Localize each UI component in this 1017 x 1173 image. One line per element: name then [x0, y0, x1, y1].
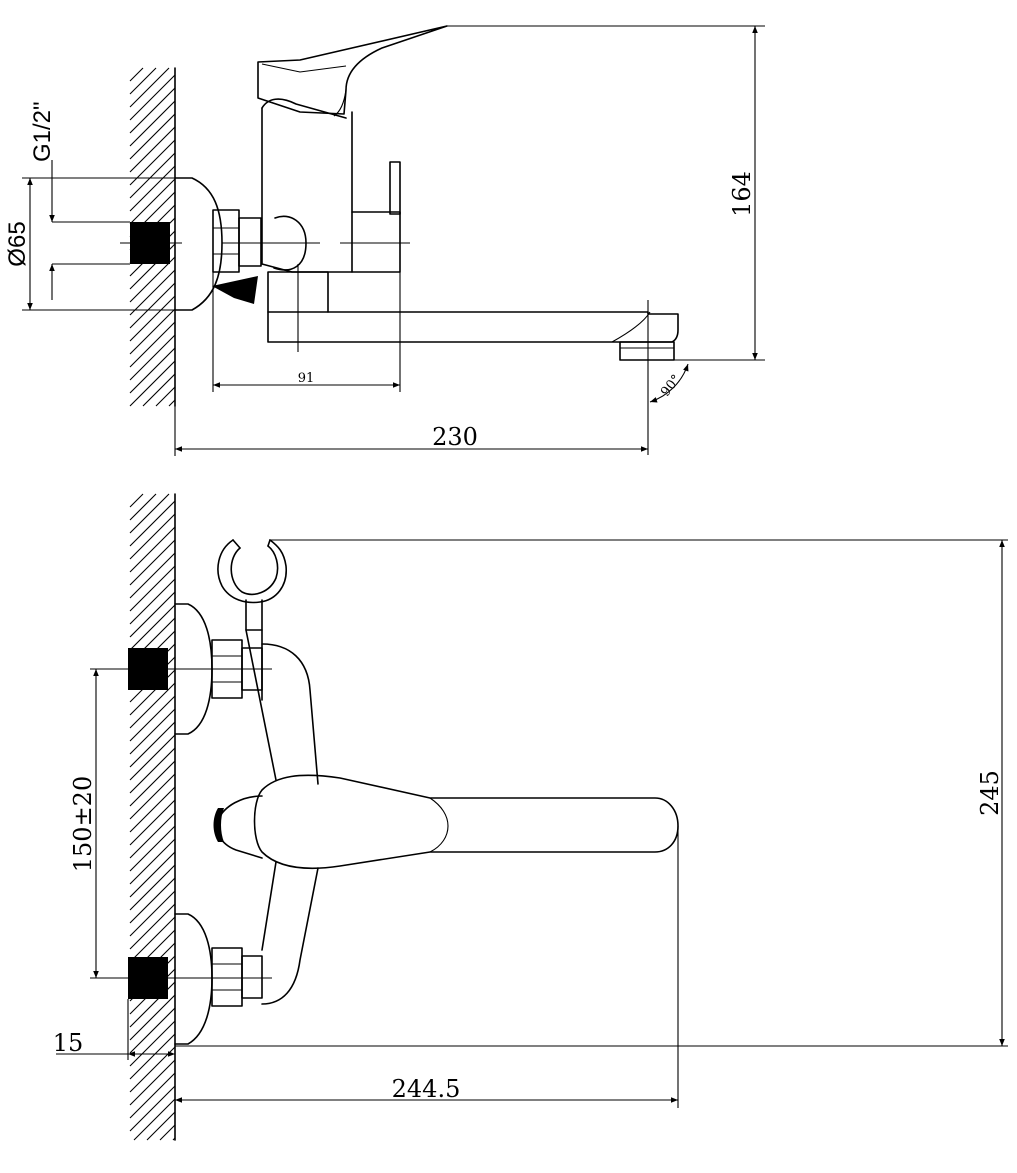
hatch-line — [129, 565, 176, 612]
total-height-label: 245 — [976, 770, 1004, 816]
hatch-line — [172, 1137, 176, 1141]
hatch-line — [129, 1085, 176, 1132]
hatch-line — [155, 386, 176, 407]
hatch-line — [129, 513, 176, 560]
hatch-line — [129, 682, 176, 729]
side-wall-hatching — [129, 67, 176, 407]
hatch-line — [133, 1098, 176, 1141]
front-lever-spout — [213, 774, 679, 870]
hatch-line — [129, 282, 176, 329]
spout-reach-label: 244.5 — [392, 1075, 461, 1103]
front-dimensions — [56, 539, 1008, 1108]
hatch-line — [129, 552, 176, 599]
centres-label: 150±20 — [69, 776, 97, 872]
side-outlet-collar — [267, 264, 329, 352]
side-body — [261, 98, 353, 273]
hatch-line — [129, 360, 176, 407]
hatch-line — [129, 334, 176, 381]
hatch-line — [129, 539, 176, 586]
hatch-line — [129, 256, 176, 303]
height-label: 164 — [728, 171, 756, 217]
side-wall — [129, 67, 176, 407]
hatch-line — [129, 113, 176, 160]
thread-size-label: G1/2" — [29, 101, 56, 162]
outlet-angle-label: 90° — [658, 372, 684, 399]
spout-length-label: 230 — [432, 423, 478, 451]
hatch-line — [129, 347, 176, 394]
side-view: G1/2" Ø65 91 164 230 90° — [4, 25, 765, 456]
hatch-line — [129, 67, 144, 82]
hatch-line — [129, 604, 176, 651]
hatch-line — [129, 269, 176, 316]
hatch-line — [129, 591, 176, 638]
front-view: 245 150±20 244.5 15 — [53, 493, 1008, 1141]
side-diverter-knob — [212, 276, 258, 304]
front-wall-hatching — [129, 493, 176, 1141]
hatch-line — [129, 838, 176, 885]
hatch-line — [129, 890, 176, 937]
hatch-line — [129, 67, 157, 95]
hatch-line — [129, 295, 176, 342]
front-shower-holder — [217, 539, 287, 781]
hatch-line — [129, 526, 176, 573]
side-hex-nut — [212, 209, 275, 273]
hatch-line — [129, 864, 176, 911]
hatch-line — [129, 165, 176, 212]
hatch-line — [129, 321, 176, 368]
side-lever-handle — [257, 25, 448, 117]
hatch-line — [129, 493, 144, 508]
hatch-line — [129, 903, 176, 950]
front-upper-connection — [90, 603, 272, 735]
hatch-line — [129, 500, 176, 547]
hatch-line — [129, 1007, 176, 1054]
hatch-line — [129, 578, 176, 625]
hatch-line — [129, 851, 176, 898]
front-wall — [129, 493, 176, 1141]
hatch-line — [129, 760, 176, 807]
hatch-line — [129, 773, 176, 820]
hatch-line — [142, 373, 176, 407]
side-spout — [267, 300, 679, 455]
hatch-line — [129, 695, 176, 742]
front-body — [261, 643, 319, 1005]
hatch-line — [129, 67, 170, 108]
hatch-line — [129, 734, 176, 781]
hatch-line — [129, 1059, 176, 1106]
hatch-line — [129, 1020, 176, 1067]
hatch-line — [146, 1111, 176, 1141]
side-dimensions — [22, 25, 765, 456]
hatch-line — [159, 1124, 176, 1141]
hatch-line — [129, 308, 176, 355]
hatch-line — [129, 799, 176, 846]
side-shower-holder — [340, 161, 410, 273]
hatch-line — [129, 877, 176, 924]
flange-diameter-label: Ø65 — [4, 221, 31, 266]
hatch-line — [129, 747, 176, 794]
hatch-line — [129, 152, 176, 199]
hatch-line — [129, 87, 176, 134]
hatch-line — [129, 916, 176, 963]
hatch-line — [129, 100, 176, 147]
side-wall-fitting — [120, 222, 182, 264]
hatch-line — [129, 825, 176, 872]
hatch-line — [129, 994, 176, 1041]
hatch-line — [129, 74, 176, 121]
hatch-line — [129, 493, 157, 521]
hatch-line — [129, 1033, 176, 1080]
hatch-line — [129, 1072, 176, 1119]
hatch-line — [129, 493, 170, 534]
front-lower-connection — [90, 913, 272, 1045]
hatch-line — [129, 812, 176, 859]
side-escutcheon — [174, 177, 223, 311]
hatch-line — [129, 721, 176, 768]
hatch-line — [129, 786, 176, 833]
body-depth-label: 91 — [298, 371, 315, 386]
wall-offset-label: 15 — [53, 1029, 84, 1057]
hatch-line — [129, 178, 176, 225]
hatch-line — [129, 708, 176, 755]
hatch-line — [129, 126, 176, 173]
hatch-line — [168, 399, 176, 407]
